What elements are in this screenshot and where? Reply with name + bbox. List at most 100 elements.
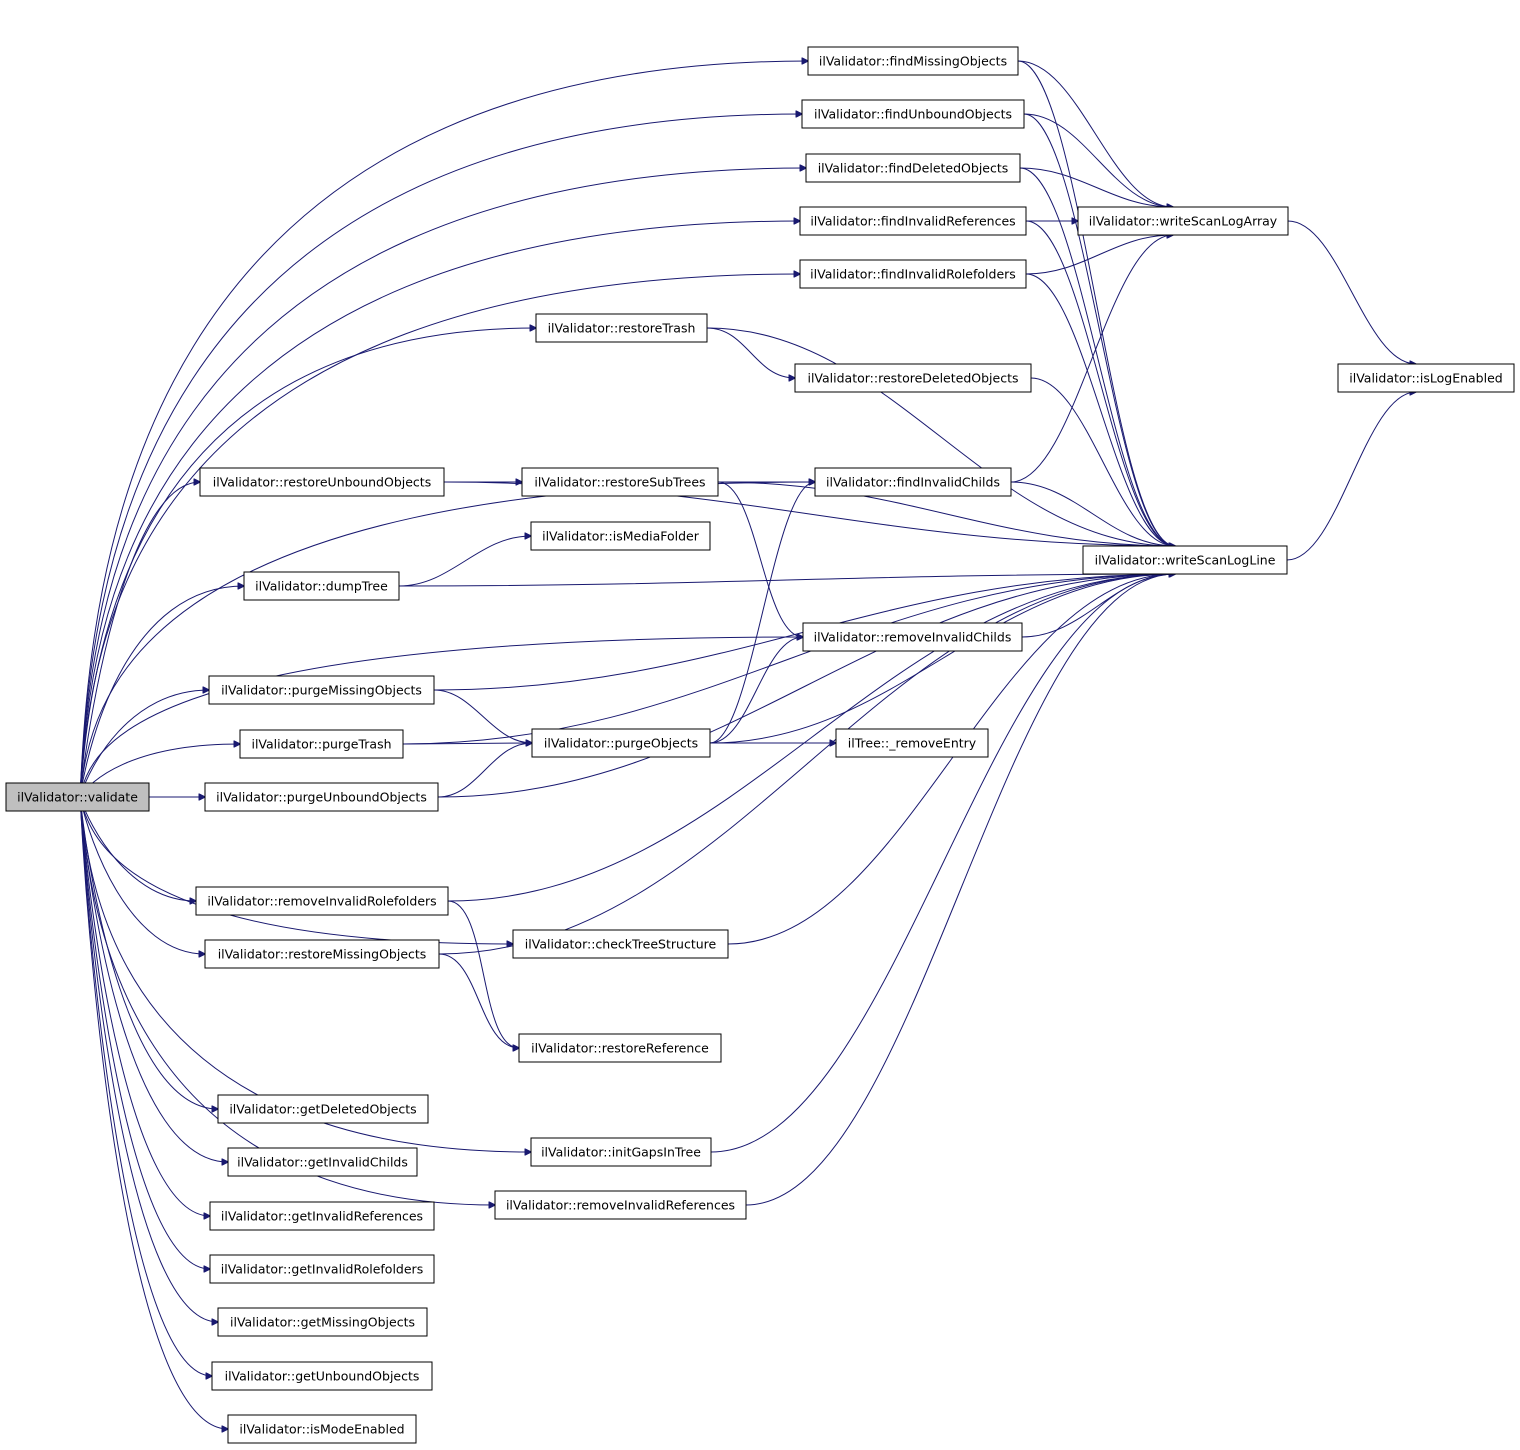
node-label-removeInvalidReferences: ilValidator::removeInvalidReferences bbox=[506, 1198, 735, 1213]
node-label-purgeObjects: ilValidator::purgeObjects bbox=[544, 736, 698, 751]
node-label-purgeTrash: ilValidator::purgeTrash bbox=[251, 737, 391, 752]
node-box-getInvalidChilds bbox=[227, 1147, 418, 1177]
node-label-removeEntry: ilTree::_removeEntry bbox=[848, 736, 977, 751]
edge-removeInvalidRolefolders-to-writeScanLogLine bbox=[447, 574, 1175, 902]
edge-validate-to-getInvalidRolefolders bbox=[79, 796, 210, 1269]
node-isModeEnabled[interactable]: ilValidator::isModeEnabled bbox=[227, 1414, 417, 1444]
edge-findDeletedObjects-to-writeScanLogLine bbox=[1019, 167, 1175, 546]
node-box-getDeletedObjects bbox=[217, 1094, 429, 1124]
node-box-restoreTrash bbox=[535, 313, 708, 343]
edge-restoreTrash-to-writeScanLogLine bbox=[706, 327, 1175, 546]
node-label-findInvalidReferences: ilValidator::findInvalidReferences bbox=[810, 214, 1015, 229]
edge-validate-to-getUnboundObjects bbox=[79, 796, 212, 1376]
node-getInvalidReferences[interactable]: ilValidator::getInvalidReferences bbox=[209, 1201, 435, 1231]
edge-validate-to-checkTreeStructure bbox=[79, 796, 513, 944]
node-label-initGapsInTree: ilValidator::initGapsInTree bbox=[541, 1145, 701, 1160]
node-validate[interactable]: ilValidator::validate bbox=[5, 782, 150, 812]
node-getInvalidChilds[interactable]: ilValidator::getInvalidChilds bbox=[227, 1147, 418, 1177]
node-label-isLogEnabled: ilValidator::isLogEnabled bbox=[1349, 371, 1502, 386]
node-findMissingObjects[interactable]: ilValidator::findMissingObjects bbox=[807, 46, 1019, 76]
edge-removeInvalidRolefolders-to-restoreReference bbox=[447, 900, 519, 1048]
node-restoreMissingObjects[interactable]: ilValidator::restoreMissingObjects bbox=[204, 939, 440, 969]
node-box-findInvalidRolefolders bbox=[799, 259, 1027, 289]
node-findUnboundObjects[interactable]: ilValidator::findUnboundObjects bbox=[801, 99, 1025, 129]
node-label-findUnboundObjects: ilValidator::findUnboundObjects bbox=[814, 107, 1012, 122]
edge-findUnboundObjects-to-writeScanLogLine bbox=[1023, 113, 1175, 546]
node-restoreReference[interactable]: ilValidator::restoreReference bbox=[518, 1033, 722, 1063]
node-findInvalidChilds[interactable]: ilValidator::findInvalidChilds bbox=[814, 467, 1012, 497]
node-isMediaFolder[interactable]: ilValidator::isMediaFolder bbox=[530, 521, 711, 551]
node-box-restoreSubTrees bbox=[521, 467, 719, 497]
node-label-restoreUnboundObjects: ilValidator::restoreUnboundObjects bbox=[213, 475, 431, 490]
node-label-checkTreeStructure: ilValidator::checkTreeStructure bbox=[525, 937, 717, 952]
node-label-restoreSubTrees: ilValidator::restoreSubTrees bbox=[534, 475, 705, 490]
node-label-restoreDeletedObjects: ilValidator::restoreDeletedObjects bbox=[807, 371, 1018, 386]
node-restoreTrash[interactable]: ilValidator::restoreTrash bbox=[535, 313, 708, 343]
node-checkTreeStructure[interactable]: ilValidator::checkTreeStructure bbox=[512, 929, 729, 959]
edge-findInvalidChilds-to-writeScanLogArray bbox=[1010, 235, 1173, 483]
node-initGapsInTree[interactable]: ilValidator::initGapsInTree bbox=[530, 1137, 712, 1167]
node-findDeletedObjects[interactable]: ilValidator::findDeletedObjects bbox=[805, 153, 1021, 183]
edge-validate-to-dumpTree bbox=[79, 586, 244, 798]
node-restoreDeletedObjects[interactable]: ilValidator::restoreDeletedObjects bbox=[794, 363, 1032, 393]
node-purgeUnboundObjects[interactable]: ilValidator::purgeUnboundObjects bbox=[204, 782, 439, 812]
edge-validate-to-findDeletedObjects bbox=[79, 168, 806, 798]
edge-removeInvalidReferences-to-writeScanLogLine bbox=[745, 574, 1175, 1206]
edge-checkTreeStructure-to-writeScanLogLine bbox=[727, 574, 1175, 945]
node-isLogEnabled[interactable]: ilValidator::isLogEnabled bbox=[1337, 363, 1515, 393]
node-label-getInvalidChilds: ilValidator::getInvalidChilds bbox=[237, 1155, 408, 1170]
edge-validate-to-findUnboundObjects bbox=[79, 114, 802, 798]
node-findInvalidReferences[interactable]: ilValidator::findInvalidReferences bbox=[799, 206, 1027, 236]
edge-restoreSubTrees-to-writeScanLogLine bbox=[717, 481, 1175, 546]
node-restoreSubTrees[interactable]: ilValidator::restoreSubTrees bbox=[521, 467, 719, 497]
edge-validate-to-getDeletedObjects bbox=[79, 796, 218, 1109]
node-box-isLogEnabled bbox=[1337, 363, 1515, 393]
node-removeInvalidChilds[interactable]: ilValidator::removeInvalidChilds bbox=[802, 622, 1023, 652]
edge-validate-to-findInvalidReferences bbox=[79, 221, 800, 798]
edge-validate-to-getInvalidReferences bbox=[79, 796, 210, 1216]
node-box-removeInvalidReferences bbox=[494, 1190, 747, 1220]
node-getMissingObjects[interactable]: ilValidator::getMissingObjects bbox=[217, 1307, 428, 1337]
node-box-writeScanLogLine bbox=[1082, 545, 1288, 575]
node-getDeletedObjects[interactable]: ilValidator::getDeletedObjects bbox=[217, 1094, 429, 1124]
edge-findInvalidRolefolders-to-writeScanLogLine bbox=[1025, 273, 1175, 546]
edge-findInvalidChilds-to-writeScanLogLine bbox=[1010, 481, 1175, 546]
node-label-getDeletedObjects: ilValidator::getDeletedObjects bbox=[229, 1102, 416, 1117]
edge-validate-to-removeInvalidRolefolders bbox=[79, 796, 196, 901]
node-label-restoreReference: ilValidator::restoreReference bbox=[531, 1041, 709, 1056]
node-purgeTrash[interactable]: ilValidator::purgeTrash bbox=[239, 729, 404, 759]
node-label-findInvalidChilds: ilValidator::findInvalidChilds bbox=[826, 475, 1000, 490]
node-label-dumpTree: ilValidator::dumpTree bbox=[255, 579, 388, 594]
node-label-writeScanLogArray: ilValidator::writeScanLogArray bbox=[1089, 214, 1278, 229]
node-dumpTree[interactable]: ilValidator::dumpTree bbox=[243, 571, 400, 601]
node-writeScanLogLine[interactable]: ilValidator::writeScanLogLine bbox=[1082, 545, 1288, 575]
node-box-getInvalidRolefolders bbox=[209, 1254, 435, 1284]
node-box-restoreDeletedObjects bbox=[794, 363, 1032, 393]
edge-validate-to-getMissingObjects bbox=[79, 796, 218, 1322]
node-removeInvalidRolefolders[interactable]: ilValidator::removeInvalidRolefolders bbox=[195, 886, 449, 916]
node-purgeObjects[interactable]: ilValidator::purgeObjects bbox=[531, 728, 711, 758]
node-getUnboundObjects[interactable]: ilValidator::getUnboundObjects bbox=[211, 1361, 433, 1391]
node-box-restoreUnboundObjects bbox=[199, 467, 445, 497]
node-purgeMissingObjects[interactable]: ilValidator::purgeMissingObjects bbox=[208, 675, 435, 705]
node-box-checkTreeStructure bbox=[512, 929, 729, 959]
node-label-writeScanLogLine: ilValidator::writeScanLogLine bbox=[1095, 553, 1276, 568]
node-box-restoreReference bbox=[518, 1033, 722, 1063]
node-box-findInvalidChilds bbox=[814, 467, 1012, 497]
node-box-purgeTrash bbox=[239, 729, 404, 759]
node-label-restoreMissingObjects: ilValidator::restoreMissingObjects bbox=[218, 947, 427, 962]
edge-purgeMissingObjects-to-purgeObjects bbox=[433, 689, 532, 743]
edge-findDeletedObjects-to-writeScanLogArray bbox=[1019, 167, 1173, 207]
node-label-getUnboundObjects: ilValidator::getUnboundObjects bbox=[225, 1369, 420, 1384]
node-box-restoreMissingObjects bbox=[204, 939, 440, 969]
node-findInvalidRolefolders[interactable]: ilValidator::findInvalidRolefolders bbox=[799, 259, 1027, 289]
edge-restoreDeletedObjects-to-writeScanLogLine bbox=[1030, 377, 1175, 546]
node-removeInvalidReferences[interactable]: ilValidator::removeInvalidReferences bbox=[494, 1190, 747, 1220]
node-restoreUnboundObjects[interactable]: ilValidator::restoreUnboundObjects bbox=[199, 467, 445, 497]
edge-purgeTrash-to-writeScanLogLine bbox=[402, 574, 1175, 745]
node-getInvalidRolefolders[interactable]: ilValidator::getInvalidRolefolders bbox=[209, 1254, 435, 1284]
node-removeEntry[interactable]: ilTree::_removeEntry bbox=[835, 728, 989, 758]
node-box-findInvalidReferences bbox=[799, 206, 1027, 236]
node-writeScanLogArray[interactable]: ilValidator::writeScanLogArray bbox=[1077, 206, 1289, 236]
